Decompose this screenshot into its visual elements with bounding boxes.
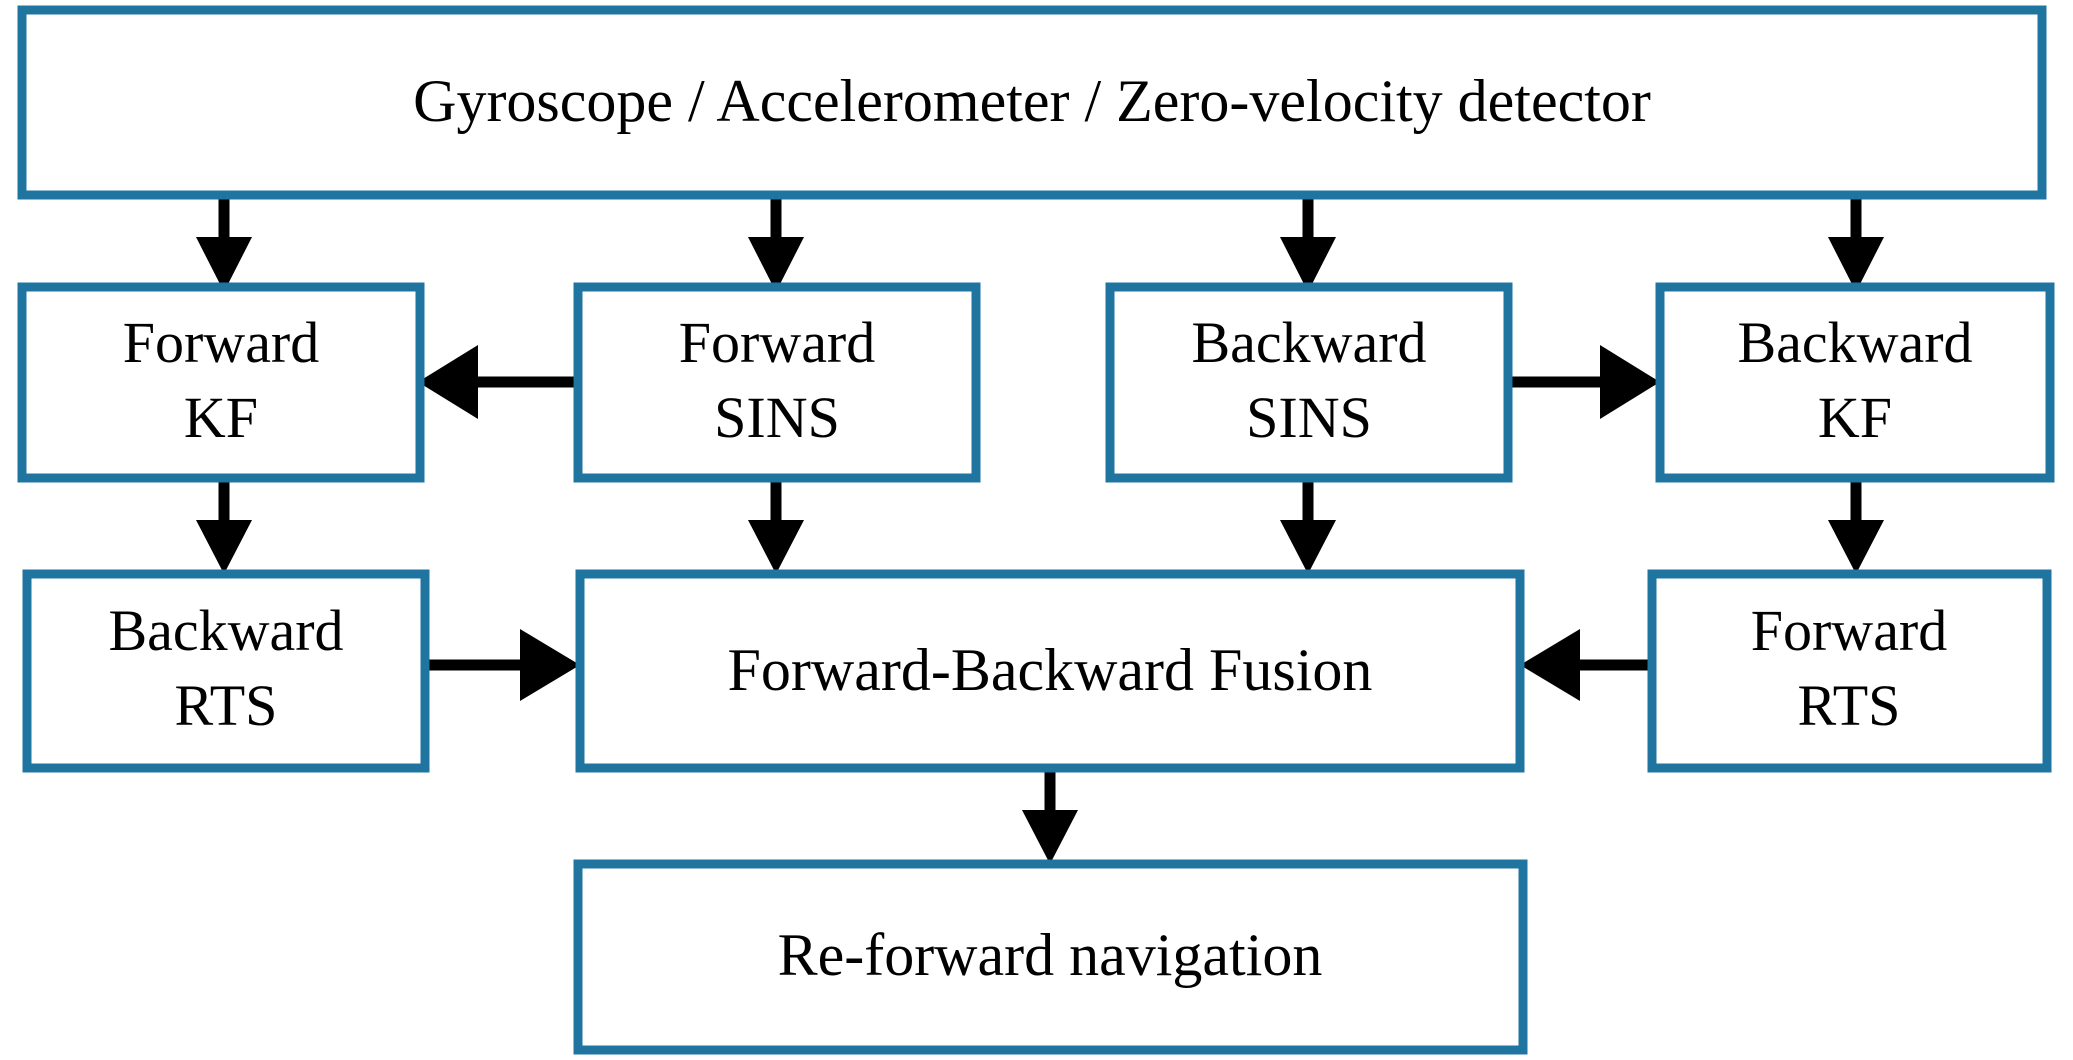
edge-sensors-to-backward-sins <box>1280 195 1336 292</box>
node-forward-rts[interactable]: Forward RTS <box>1647 569 2052 773</box>
edge-sensors-to-forward-sins <box>748 195 804 292</box>
node-forward-sins[interactable]: Forward SINS <box>573 282 981 483</box>
edge-backward-rts-to-fusion <box>425 629 580 701</box>
edge-backward-sins-to-backward-kf <box>1508 345 1660 419</box>
edge-sensors-to-backward-kf <box>1828 195 1884 292</box>
node-backward-sins-label-line1: Backward <box>1191 310 1426 375</box>
node-sensors-label: Gyroscope / Accelerometer / Zero-velocit… <box>413 68 1651 134</box>
node-re-forward-navigation-label: Re-forward navigation <box>778 922 1323 988</box>
node-backward-kf[interactable]: Backward KF <box>1655 282 2055 483</box>
node-backward-rts-label-line1: Backward <box>108 598 343 663</box>
node-backward-kf-label-line2: KF <box>1818 385 1892 450</box>
edge-backward-kf-to-forward-rts <box>1828 478 1884 574</box>
edge-forward-rts-to-fusion <box>1520 629 1652 701</box>
node-forward-kf[interactable]: Forward KF <box>17 282 425 483</box>
edge-fusion-to-re-forward-navigation <box>1022 768 1078 864</box>
edge-forward-sins-to-fusion <box>748 478 804 574</box>
node-forward-sins-label-line2: SINS <box>714 385 840 450</box>
node-forward-sins-label-line1: Forward <box>679 310 876 375</box>
edge-forward-sins-to-forward-kf <box>418 345 578 419</box>
node-fusion[interactable]: Forward-Backward Fusion <box>575 569 1525 773</box>
node-forward-rts-label-line2: RTS <box>1798 673 1901 738</box>
node-backward-kf-label-line1: Backward <box>1737 310 1972 375</box>
node-backward-sins[interactable]: Backward SINS <box>1105 282 1513 483</box>
node-forward-kf-label-line2: KF <box>184 385 258 450</box>
node-backward-rts-label-line2: RTS <box>175 673 278 738</box>
edge-forward-kf-to-backward-rts <box>196 478 252 574</box>
node-re-forward-navigation[interactable]: Re-forward navigation <box>573 859 1528 1055</box>
node-fusion-label: Forward-Backward Fusion <box>728 637 1373 703</box>
edge-backward-sins-to-fusion <box>1280 478 1336 574</box>
node-backward-sins-label-line2: SINS <box>1246 385 1372 450</box>
node-backward-rts[interactable]: Backward RTS <box>22 569 430 773</box>
node-sensors[interactable]: Gyroscope / Accelerometer / Zero-velocit… <box>17 5 2047 200</box>
node-forward-rts-label-line1: Forward <box>1751 598 1948 663</box>
node-forward-kf-label-line1: Forward <box>123 310 320 375</box>
edge-sensors-to-forward-kf <box>196 195 252 292</box>
